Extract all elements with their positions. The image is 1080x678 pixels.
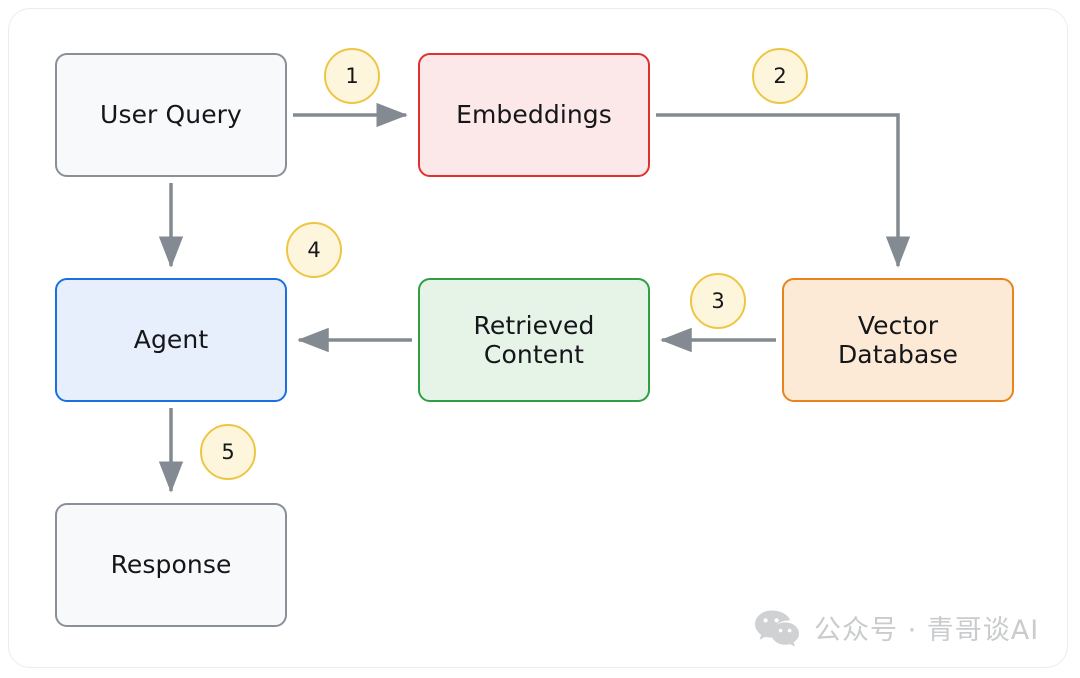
node-vector-database-label: Vector Database: [837, 310, 959, 370]
node-user-query[interactable]: User Query: [55, 53, 287, 177]
node-vector-database[interactable]: Vector Database: [782, 278, 1014, 402]
step-badge-2: 2: [752, 48, 808, 104]
step-badge-3-label: 3: [711, 289, 725, 313]
node-agent-label: Agent: [133, 325, 209, 355]
step-badge-4-label: 4: [307, 238, 321, 262]
step-badge-1: 1: [324, 48, 380, 104]
step-badge-2-label: 2: [773, 64, 787, 88]
watermark-text: 公众号 · 青哥谈AI: [814, 615, 1040, 646]
node-response[interactable]: Response: [55, 503, 287, 627]
node-response-label: Response: [110, 550, 232, 580]
step-badge-4: 4: [286, 222, 342, 278]
node-retrieved-content[interactable]: Retrieved Content: [418, 278, 650, 402]
step-badge-5-label: 5: [221, 440, 235, 464]
node-embeddings-label: Embeddings: [456, 100, 612, 130]
step-badge-3: 3: [690, 273, 746, 329]
watermark: 公众号 · 青哥谈AI: [754, 608, 1039, 647]
node-agent[interactable]: Agent: [55, 278, 287, 402]
step-badge-1-label: 1: [345, 64, 359, 88]
node-retrieved-content-label: Retrieved Content: [473, 310, 595, 370]
wechat-icon: [755, 610, 799, 647]
edge-embeddings-to-vector-db: [656, 113, 911, 268]
node-embeddings[interactable]: Embeddings: [418, 53, 650, 177]
step-badge-5: 5: [200, 424, 256, 480]
node-user-query-label: User Query: [100, 100, 242, 130]
